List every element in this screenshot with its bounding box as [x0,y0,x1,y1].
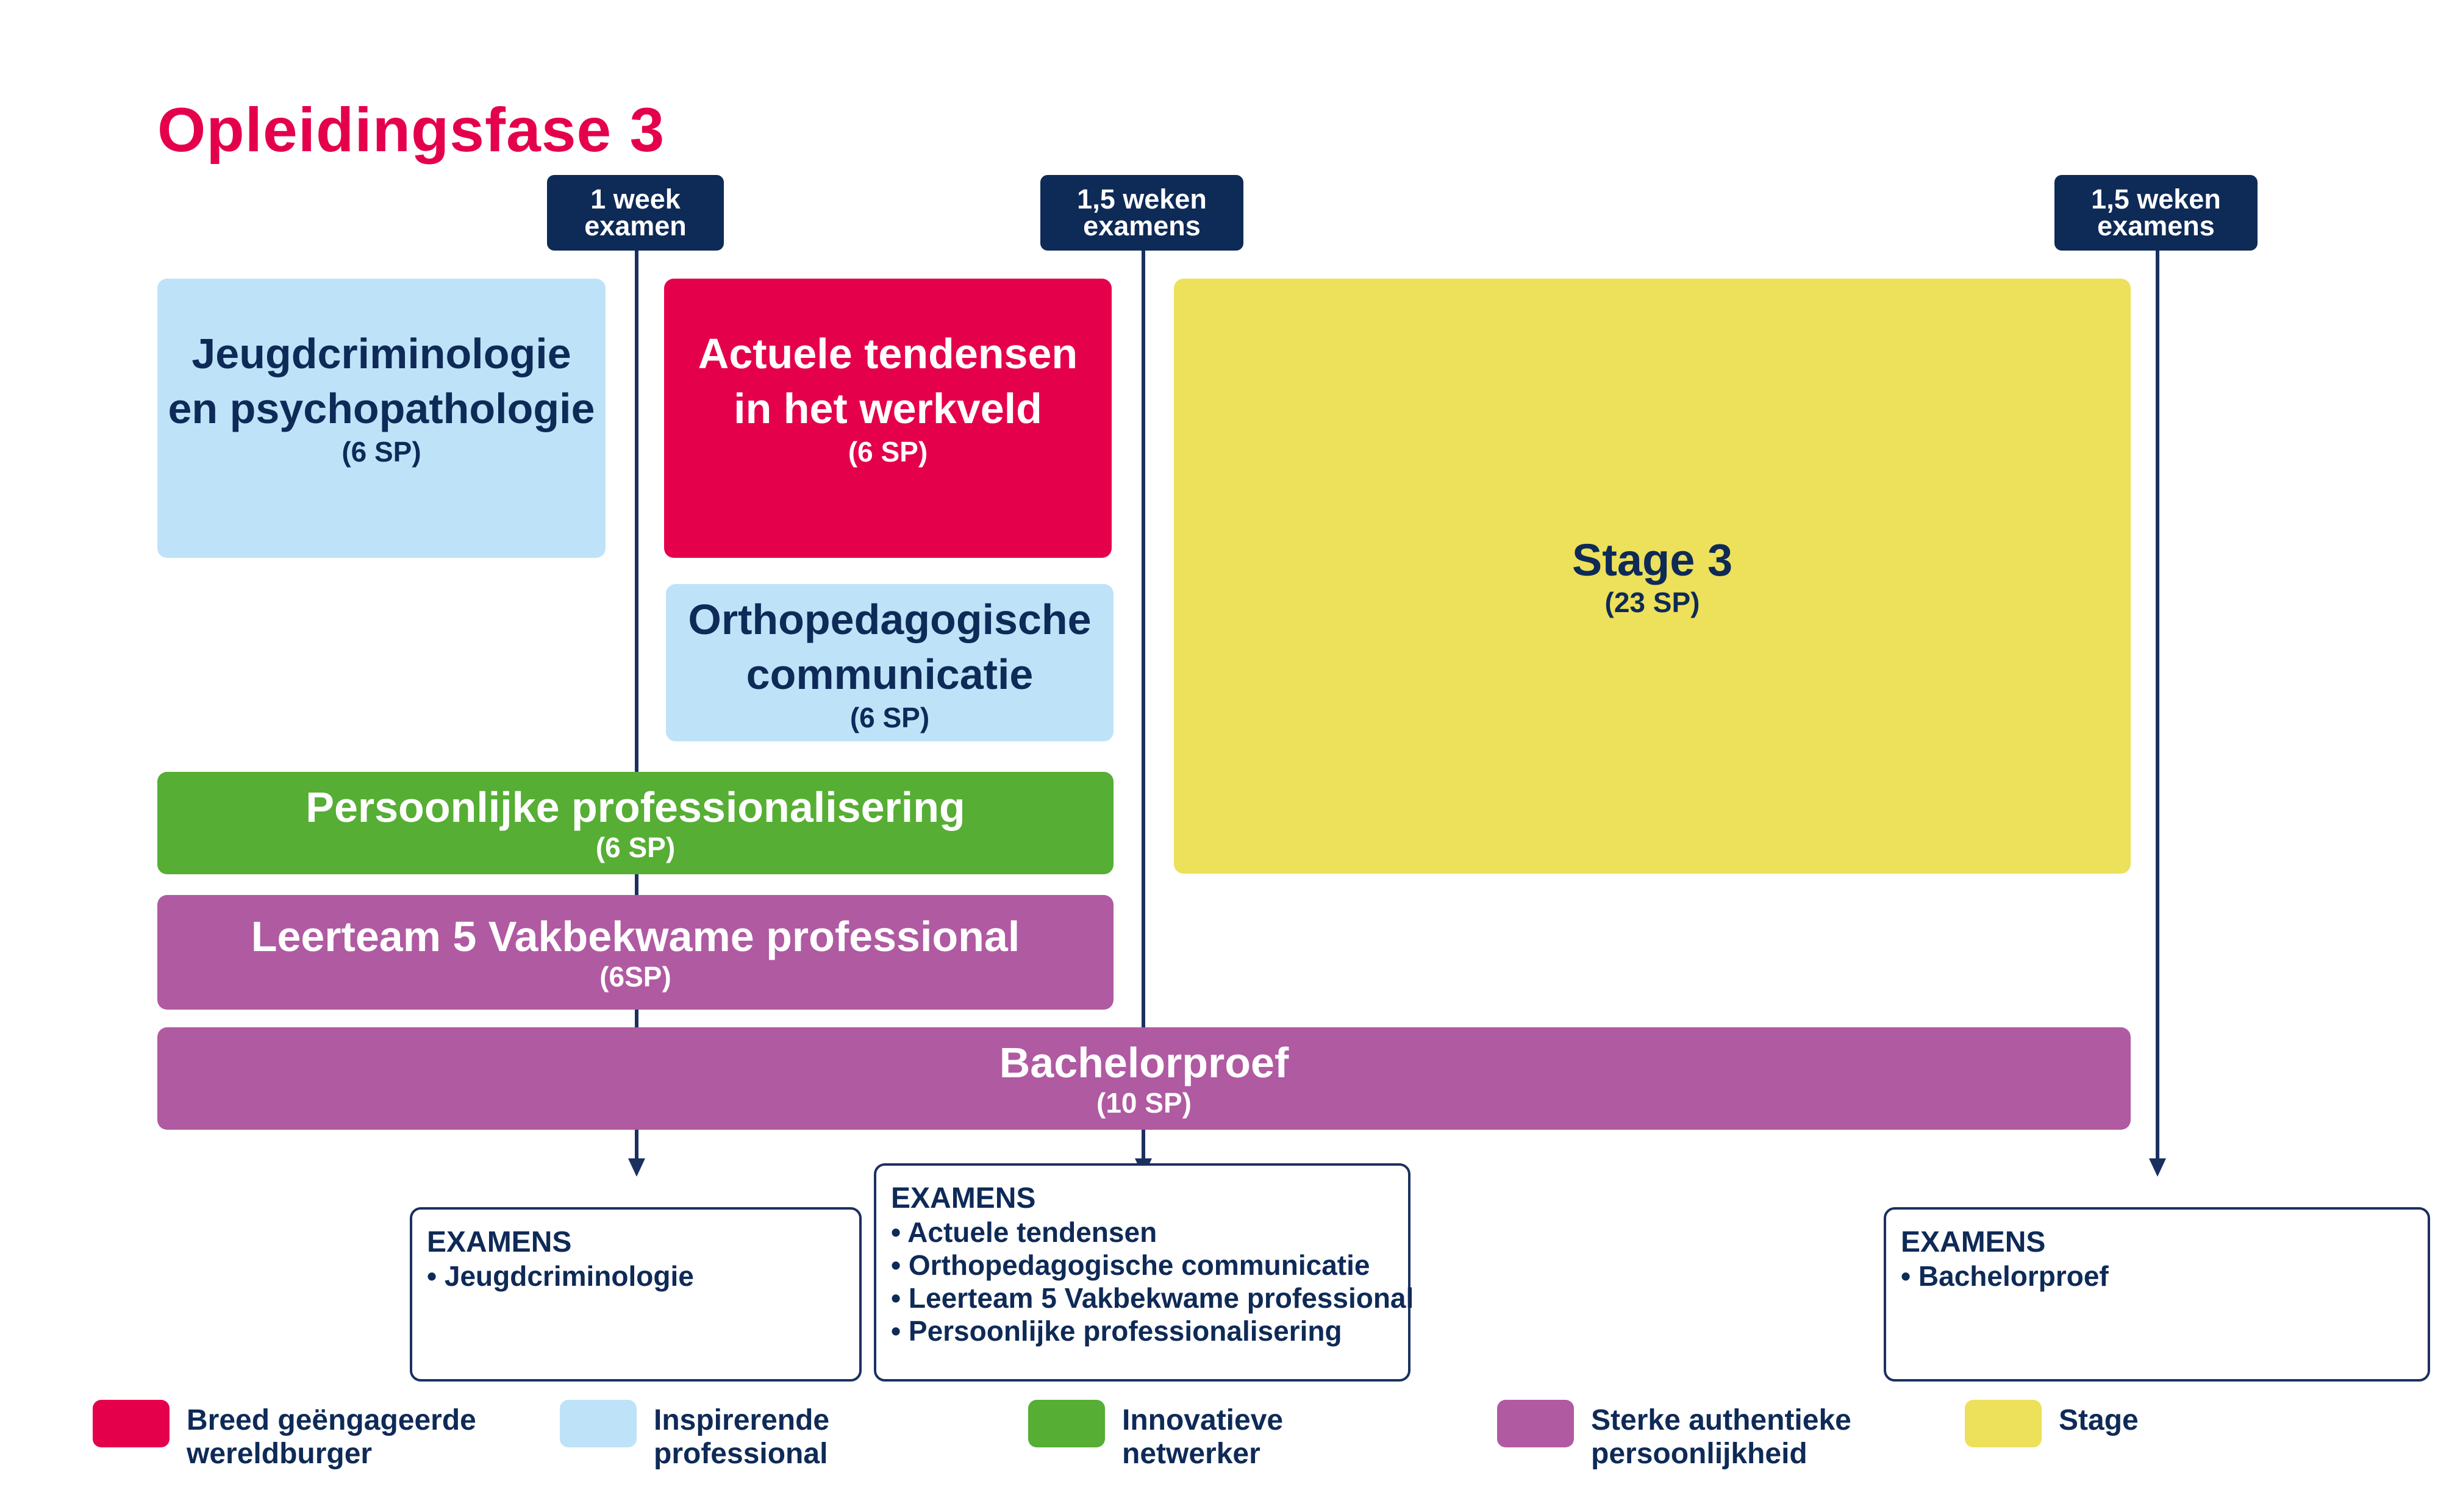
course-name: Jeugdcriminologie en psychopathologie [168,330,595,432]
legend-label: Breed geëngageerde wereldburger [187,1404,476,1470]
exam-item: • Jeugdcriminologie [427,1260,694,1292]
course-credits: (6 SP) [595,832,676,863]
legend-swatch [1028,1400,1105,1447]
exam-item: • Orthopedagogische communicatie [891,1249,1370,1281]
exam-box-title: EXAMENS [1901,1226,2046,1258]
exam-period-label: examens [2097,210,2215,241]
legend-label: Stage [2059,1404,2139,1436]
arrow-down-icon [2149,1158,2166,1177]
course-credits: (23 SP) [1604,587,1700,618]
exam-period-tag: 1 week examen [547,175,724,251]
legend-label: Innovatieve netwerker [1122,1404,1284,1470]
course-bachelorproef: Bachelorproef (10 SP) [157,1027,2131,1130]
exam-period-duration: 1,5 weken [2091,184,2221,215]
exam-item: • Leerteam 5 Vakbekwame professional [891,1282,1414,1314]
course-leerteam-5: Leerteam 5 Vakbekwame professional (6SP) [157,895,1114,1010]
exam-box-1: EXAMENS • Jeugdcriminologie [410,1207,862,1382]
exam-period-duration: 1,5 weken [1077,184,1207,215]
exam-period-tag: 1,5 weken examens [2054,175,2258,251]
exam-item: • Persoonlijke professionalisering [891,1315,1342,1347]
course-credits: (6 SP) [848,436,928,468]
exam-box-title: EXAMENS [427,1226,572,1258]
course-name: Bachelorproef [999,1039,1289,1086]
exam-item: • Bachelorproef [1901,1260,2109,1292]
legend-label: Sterke authentieke persoonlijkheid [1591,1404,1851,1470]
legend-item-inspirerend: Inspirerende professional [560,1400,829,1471]
legend-swatch [1497,1400,1574,1447]
course-persoonlijke-professionalisering: Persoonlijke professionalisering (6 SP) [157,772,1114,874]
course-credits: (6 SP) [849,702,930,733]
exam-line-1 [635,247,638,1161]
course-stage-3: Stage 3 (23 SP) [1174,279,2131,874]
legend-swatch [93,1400,170,1447]
exam-period-tag: 1,5 weken examens [1040,175,1243,251]
course-name: Orthopedagogische communicatie [688,596,1092,698]
legend-item-authentiek: Sterke authentieke persoonlijkheid [1497,1400,1851,1471]
course-name: Actuele tendensen in het werkveld [698,330,1078,432]
exam-box-title: EXAMENS [891,1182,1036,1214]
legend-swatch [560,1400,637,1447]
course-credits: (10 SP) [1096,1087,1192,1119]
course-credits: (6 SP) [341,436,421,468]
legend-item-stage: Stage [1965,1400,2139,1447]
course-credits: (6SP) [599,961,671,993]
course-orthopedagogische-communicatie: Orthopedagogische communicatie (6 SP) [666,584,1114,741]
exam-item: • Actuele tendensen [891,1216,1157,1248]
legend-swatch [1965,1400,2042,1447]
exam-period-label: examens [1083,210,1201,241]
exam-box-3: EXAMENS • Bachelorproef [1884,1207,2430,1382]
legend-item-breed: Breed geëngageerde wereldburger [93,1400,476,1471]
legend-label: Inspirerende professional [654,1404,830,1470]
course-actuele-tendensen: Actuele tendensen in het werkveld (6 SP) [664,279,1112,558]
course-name: Leerteam 5 Vakbekwame professional [251,913,1020,960]
course-jeugdcriminologie: Jeugdcriminologie en psychopathologie (6… [157,279,606,558]
exam-line-3 [2156,247,2159,1161]
exam-line-2 [1142,247,1145,1161]
exam-period-duration: 1 week [590,184,681,215]
exam-period-label: examen [584,210,687,241]
legend-item-innovatief: Innovatieve netwerker [1028,1400,1283,1471]
page-title: Opleidingsfase 3 [157,95,665,165]
course-name: Stage 3 [1571,535,1733,585]
arrow-down-icon [628,1158,645,1177]
exam-box-2: EXAMENS • Actuele tendensen • Orthopedag… [874,1163,1414,1382]
course-name: Persoonlijke professionalisering [306,783,965,831]
